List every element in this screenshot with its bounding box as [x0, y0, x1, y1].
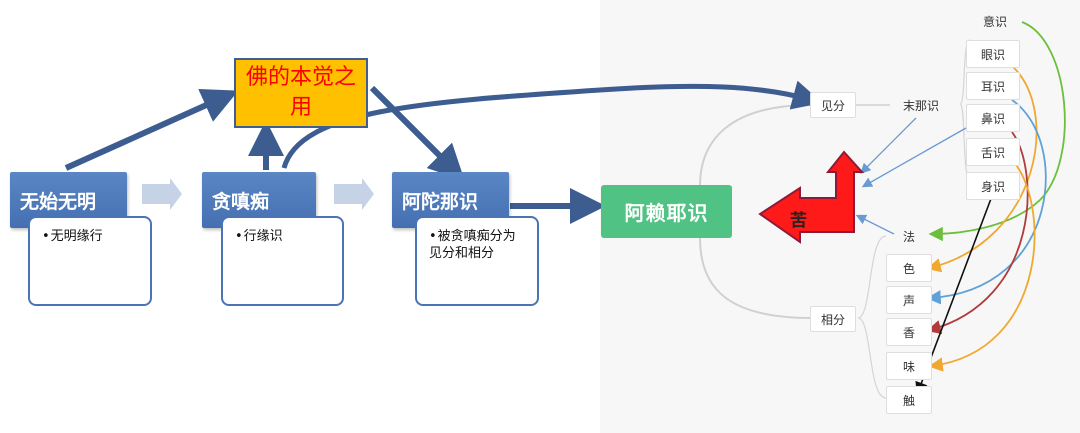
chevron-arrow-2: [334, 178, 374, 210]
arrow-sheshi-to-wei: [928, 159, 1036, 372]
chevron-arrow-1: [142, 178, 182, 210]
note-atuona-text: 被贪嗔痴分为见分和相分: [429, 229, 516, 261]
alaya-node: 阿赖耶识: [601, 185, 732, 238]
fojue-box: 佛的本觉之用: [234, 58, 368, 128]
arrow-fa-to-ku: [855, 214, 895, 235]
note-wushi: 无明缘行: [28, 216, 152, 306]
mindmap-link-objects: [857, 235, 887, 399]
arrow-ershi-to-sheng: [926, 99, 1047, 305]
consciousness-node-0: 意识: [982, 14, 1007, 29]
note-atuona: 被贪嗔痴分为见分和相分: [415, 216, 539, 306]
ku-label: 苦: [790, 211, 807, 231]
object-node-4: 味: [886, 352, 932, 380]
object-node-3: 香: [886, 318, 932, 346]
arrow-bishi-to-xiang: [926, 131, 1029, 335]
object-node-2: 声: [886, 286, 932, 314]
consciousness-node-2: 耳识: [966, 72, 1020, 100]
note-tanchenchi: 行缘识: [221, 216, 344, 306]
consciousness-node-1: 眼识: [966, 40, 1020, 68]
jianfen-node: 见分: [810, 92, 856, 118]
stage-atuona: 阿陀那识: [392, 172, 509, 228]
consciousness-node-3: 鼻识: [966, 104, 1020, 132]
arrow-tanchenchi-to-jianfen: [281, 80, 823, 169]
object-node-1: 色: [886, 254, 932, 282]
arrow-yanshi-to-se: [926, 65, 1038, 273]
object-node-5: 触: [886, 386, 932, 414]
mindmap-arc-top: [699, 104, 813, 187]
arrow-yishi-to-fa: [928, 21, 1066, 242]
consciousness-node-5: 身识: [966, 172, 1020, 200]
arrow-fojue-to-atuona: [369, 85, 465, 181]
arrow-shenshi-to-ku: [861, 127, 967, 188]
consciousness-node-4: 舌识: [966, 138, 1020, 166]
xiangfen-node: 相分: [810, 306, 856, 332]
monashi-node: 末那识: [902, 98, 939, 113]
mindmap-arc-bottom: [699, 237, 813, 319]
object-node-0: 法: [902, 229, 915, 244]
arrow-monashi-to-ku: [860, 117, 917, 174]
arrow-wushi-to-fojue: [64, 88, 239, 171]
note-tanchenchi-text: 行缘识: [235, 229, 283, 244]
note-wushi-text: 无明缘行: [42, 229, 103, 244]
ku-red-arrow: [758, 150, 865, 244]
